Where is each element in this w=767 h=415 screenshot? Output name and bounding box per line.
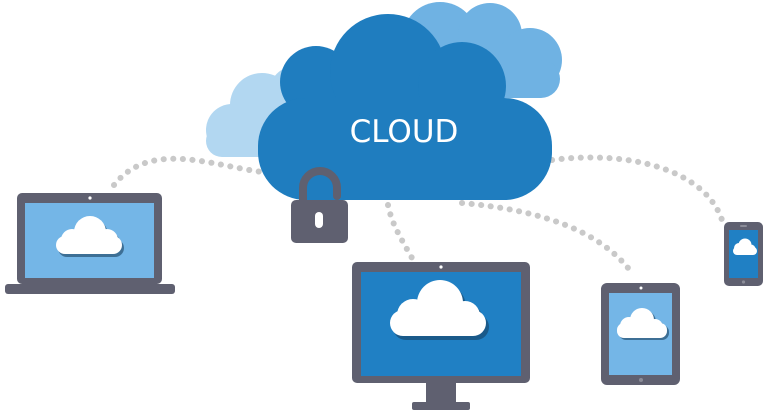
phone-speaker: [740, 225, 747, 227]
cloud-icon: [56, 216, 124, 257]
monitor-device: [352, 262, 530, 410]
connection-phone: [549, 154, 725, 223]
tablet-device: [601, 283, 680, 385]
laptop-device: [5, 193, 175, 294]
connection-monitor: [385, 202, 415, 261]
padlock-icon: [291, 167, 348, 243]
phone-device: [724, 222, 763, 286]
cloud-icon: [617, 308, 669, 340]
monitor-stand: [412, 402, 470, 410]
connection-laptop: [111, 155, 265, 188]
connection-lines: [111, 154, 725, 276]
laptop-camera: [88, 196, 92, 200]
phone-home-button: [741, 280, 746, 284]
tablet-home-button: [639, 378, 643, 382]
monitor-camera: [439, 265, 443, 269]
cloud-icon: [390, 280, 489, 340]
connection-tablet: [459, 200, 635, 276]
tablet-camera: [639, 286, 643, 290]
laptop-base: [5, 284, 175, 294]
cloud-label: CLOUD: [350, 114, 459, 150]
monitor-neck: [426, 383, 456, 403]
cloud-icon: [733, 238, 757, 255]
